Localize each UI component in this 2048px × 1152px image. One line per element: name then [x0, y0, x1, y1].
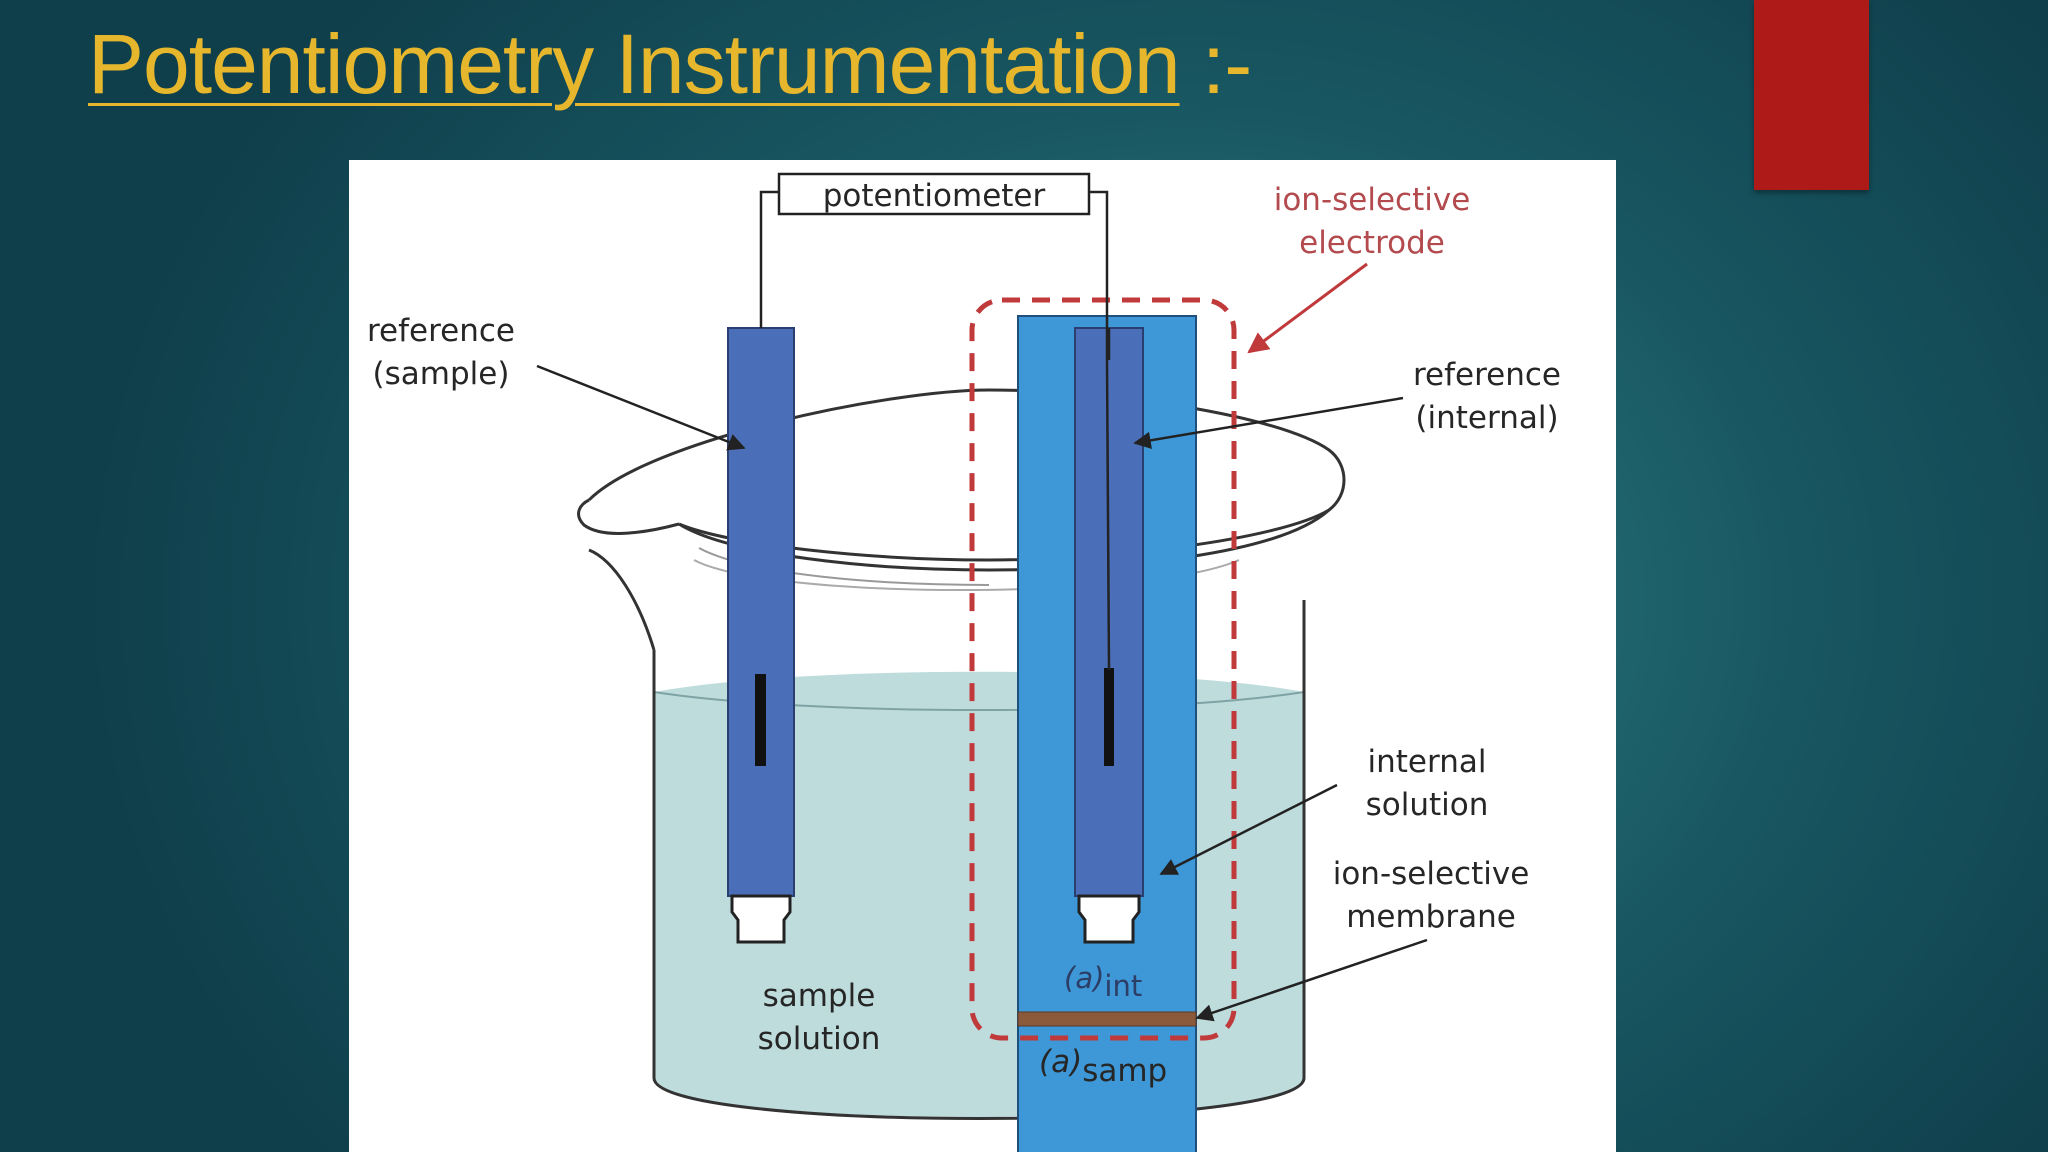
- reference-internal-arrow: [1133, 396, 1404, 450]
- potentiometer-box: [777, 172, 1091, 216]
- electrode-diagram-svg: potentiometer ion-selective electrode re…: [367, 172, 1561, 1152]
- ise-label-line2: electrode: [1299, 225, 1445, 261]
- ion-selective-membrane: [1017, 1011, 1197, 1027]
- potentiometer-wires: [759, 190, 1111, 671]
- activity-sample-label: (a)samp: [1039, 1044, 1167, 1089]
- membrane-label-line2: membrane: [1346, 899, 1516, 935]
- slide-title-suffix: :-: [1179, 17, 1252, 111]
- electrode-diagram: potentiometer ion-selective electrode re…: [349, 160, 1616, 1152]
- accent-bar: [1754, 0, 1869, 190]
- potentiometer-label: potentiometer: [823, 178, 1046, 214]
- ise-label-arrow: [1247, 262, 1368, 354]
- activity-internal-subscript: int: [1104, 969, 1142, 1003]
- slide-title: Potentiometry Instrumentation :-: [88, 8, 1252, 120]
- activity-internal-label: (a)int: [1064, 961, 1142, 1003]
- internal-solution-label-line2: solution: [1366, 787, 1489, 823]
- internal-solution-label-line1: internal: [1368, 744, 1487, 780]
- reference-sample-label-line1: reference: [367, 313, 515, 349]
- slide-title-main: Potentiometry Instrumentation: [88, 17, 1181, 111]
- ise-label-line1: ion-selective: [1274, 182, 1471, 218]
- membrane-label-line1: ion-selective: [1333, 856, 1530, 892]
- reference-electrode-sample: [727, 327, 795, 944]
- internal-solution-arrow: [1159, 783, 1338, 876]
- sample-solution-label-line2: solution: [758, 1021, 881, 1057]
- activity-sample-subscript: samp: [1082, 1053, 1167, 1089]
- activity-internal-symbol: (a): [1064, 961, 1104, 995]
- activity-sample-symbol: (a): [1039, 1044, 1082, 1080]
- ise-dashed-outline: [969, 297, 1237, 1041]
- reference-internal-label-line1: reference: [1413, 357, 1561, 393]
- membrane-arrow: [1195, 938, 1428, 1022]
- reference-internal-label-line2: (internal): [1415, 400, 1558, 436]
- reference-sample-label-line2: (sample): [373, 356, 510, 392]
- reference-sample-arrow: [536, 364, 746, 451]
- sample-solution-label-line1: sample: [763, 978, 876, 1014]
